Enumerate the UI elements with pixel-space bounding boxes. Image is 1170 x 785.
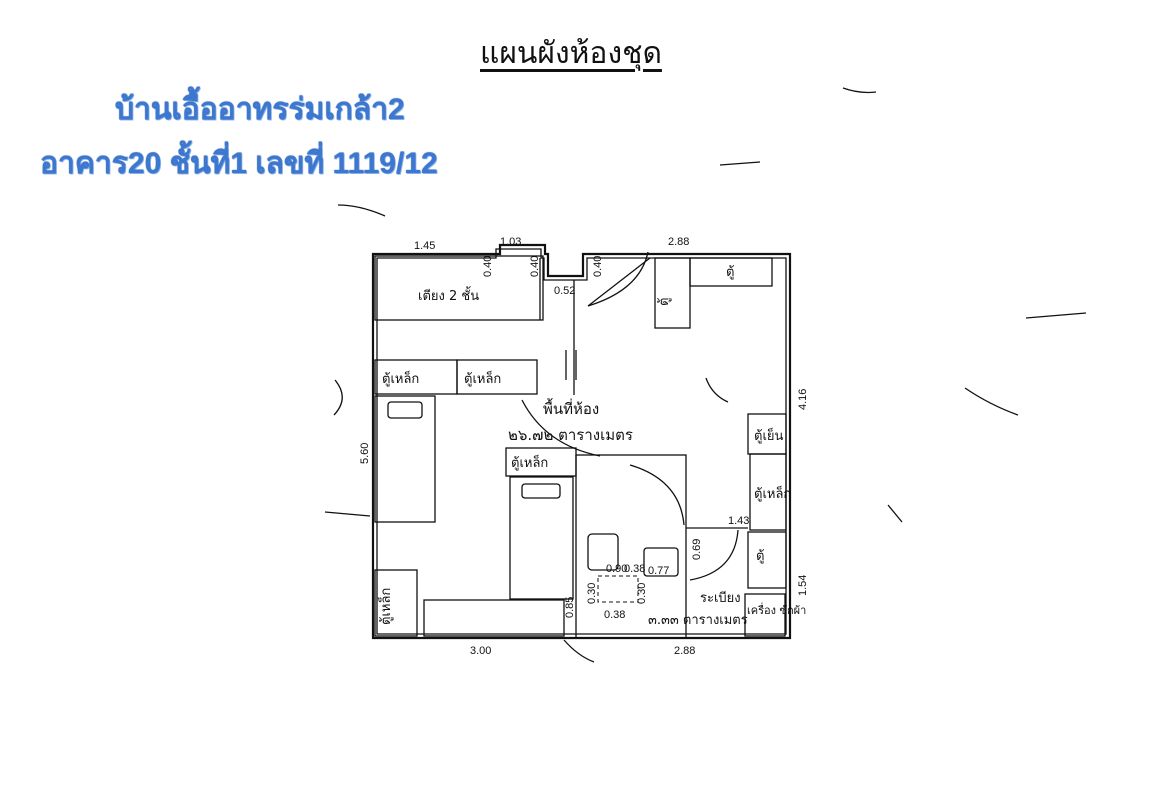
iron-cabinet-2 bbox=[456, 359, 538, 395]
dim-030b: 0.30 bbox=[636, 583, 648, 604]
scan-mark bbox=[324, 511, 371, 517]
scan-mark bbox=[842, 87, 877, 94]
bunk-bed bbox=[374, 255, 544, 321]
dim-040b: 0.40 bbox=[529, 256, 541, 277]
door-swing-main bbox=[521, 399, 601, 457]
cabinet-right bbox=[747, 531, 787, 589]
dim-bottom-left: 3.00 bbox=[470, 645, 491, 657]
unit-address: อาคาร20 ชั้นที่1 เลขที่ 1119/12 bbox=[40, 147, 438, 180]
dim-030a: 0.30 bbox=[586, 583, 598, 604]
bed-middle bbox=[509, 476, 574, 600]
scan-mark bbox=[887, 504, 903, 523]
room-area-label: พื้นที่ห้อง bbox=[543, 398, 599, 418]
dim-038a: 0.38 bbox=[624, 563, 645, 575]
desk bbox=[423, 599, 565, 637]
dim-top-right: 2.88 bbox=[668, 236, 689, 248]
iron-cabinet-5 bbox=[749, 453, 787, 531]
dim-top-left: 1.45 bbox=[414, 240, 435, 252]
label-iron-cabinet-4: ตู้เหล็ก bbox=[376, 588, 394, 625]
scan-mark bbox=[337, 204, 386, 217]
room-area-value: ๒๖.๗๒ ตารางเมตร bbox=[508, 426, 633, 444]
cabinet-top-b bbox=[689, 257, 773, 287]
bed-left bbox=[374, 395, 436, 523]
label-iron-cabinet-5: ตู้เหล็ก bbox=[754, 484, 791, 502]
toilet bbox=[587, 533, 619, 571]
label-bunk-bed: เตียง 2 ชั้น bbox=[418, 286, 479, 304]
door-swing-bath bbox=[629, 464, 685, 526]
label-washer: เครื่อง ซักผ้า bbox=[747, 602, 806, 617]
cabinet-top-a bbox=[654, 257, 691, 329]
dim-040c: 0.40 bbox=[592, 256, 604, 277]
label-iron-cabinet-3: ตู้เหล็ก bbox=[511, 453, 548, 471]
outer-wall-inner bbox=[376, 248, 787, 635]
dim-040a: 0.40 bbox=[482, 256, 494, 277]
label-cabinet-right: ตู้ bbox=[756, 549, 764, 564]
iron-cabinet-4 bbox=[374, 569, 418, 637]
door-swing-top bbox=[587, 251, 649, 307]
pillow-middle bbox=[521, 483, 561, 499]
dim-right-height: 4.16 bbox=[797, 389, 809, 410]
label-cabinet-b: ตู้ bbox=[726, 265, 734, 280]
scan-mark bbox=[964, 387, 1019, 416]
dim-right-bottom: 1.54 bbox=[797, 575, 809, 596]
dim-143: 1.43 bbox=[728, 515, 749, 527]
label-fridge: ตู้เย็น bbox=[754, 426, 784, 444]
scan-mark bbox=[1025, 312, 1087, 319]
dim-052: 0.52 bbox=[554, 285, 575, 297]
dim-left-height: 5.60 bbox=[359, 443, 371, 464]
dim-085: 0.85 bbox=[564, 597, 576, 618]
label-iron-cabinet-1: ตู้เหล็ก bbox=[382, 369, 419, 387]
dim-bottom-right: 2.88 bbox=[674, 645, 695, 657]
outer-wall bbox=[371, 243, 792, 640]
project-name: บ้านเอื้ออาทรร่มเกล้า2 bbox=[115, 93, 405, 126]
scan-mark bbox=[563, 639, 595, 663]
label-cabinet-a: ตู้ bbox=[657, 298, 672, 306]
door-leaf-top bbox=[587, 257, 651, 307]
bathroom bbox=[575, 454, 687, 639]
door-swing-balcony bbox=[689, 529, 739, 581]
page-title: แผนผังห้องชุด bbox=[480, 36, 662, 71]
basin bbox=[643, 547, 679, 577]
dim-077: 0.77 bbox=[648, 565, 669, 577]
balcony-area: ๓.๓๓ ตารางเมตร bbox=[648, 613, 748, 628]
dim-090: 0.90 bbox=[606, 563, 627, 575]
dim-top-mid: 1.03 bbox=[500, 236, 521, 248]
pillow-left bbox=[387, 401, 423, 419]
scan-mark bbox=[719, 161, 761, 166]
shower-area bbox=[597, 575, 639, 603]
balcony-label: ระเบียง bbox=[700, 590, 741, 606]
scan-mark bbox=[333, 379, 343, 416]
label-iron-cabinet-2: ตู้เหล็ก bbox=[464, 369, 501, 387]
dim-038b: 0.38 bbox=[604, 609, 625, 621]
scan-mark bbox=[705, 377, 729, 403]
dim-069: 0.69 bbox=[691, 539, 703, 560]
washing-machine bbox=[744, 593, 786, 637]
